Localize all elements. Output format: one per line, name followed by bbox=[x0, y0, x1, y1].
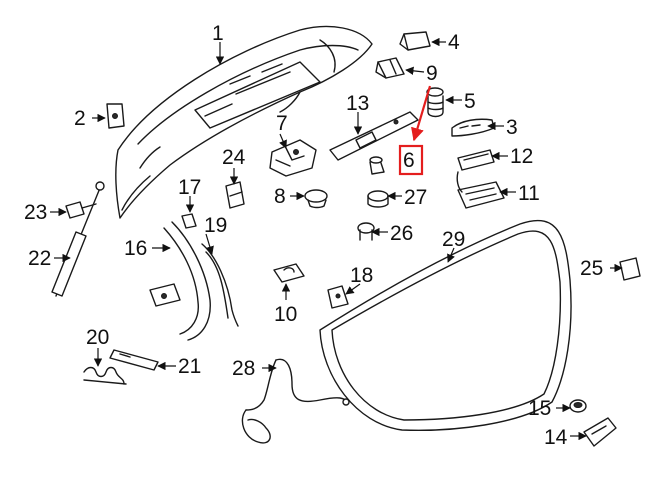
trim-strip-part-13 bbox=[329, 111, 419, 161]
grommet-part-6 bbox=[369, 156, 385, 175]
callout-labels: 1 2 3 4 5 6 7 8 9 10 11 12 13 14 15 16 1… bbox=[24, 22, 603, 449]
callout-16: 16 bbox=[124, 237, 147, 260]
bumper-stop-part-9 bbox=[375, 57, 405, 79]
latch-switch-part-18 bbox=[327, 285, 349, 309]
callout-6: 6 bbox=[403, 149, 415, 172]
clip-part-24 bbox=[225, 181, 245, 209]
callout-8: 8 bbox=[274, 185, 286, 208]
callout-5: 5 bbox=[464, 90, 476, 113]
latch-part-7 bbox=[269, 139, 317, 177]
spring-part-20 bbox=[83, 366, 127, 385]
leader-lines bbox=[50, 37, 623, 441]
callout-14: 14 bbox=[544, 426, 568, 449]
callout-1: 1 bbox=[212, 22, 224, 45]
callout-24: 24 bbox=[222, 146, 246, 169]
plug-part-8 bbox=[304, 189, 328, 209]
callout-21: 21 bbox=[178, 355, 201, 378]
callout-15: 15 bbox=[528, 397, 551, 420]
callout-18: 18 bbox=[350, 264, 373, 287]
bumper-part-4 bbox=[399, 31, 431, 51]
callout-23: 23 bbox=[24, 201, 47, 224]
hinge-cover-part-19 bbox=[201, 243, 239, 327]
hinge-part-16 bbox=[149, 221, 211, 341]
handle-switch-part-11 bbox=[456, 171, 505, 209]
cable-part-28 bbox=[241, 358, 350, 444]
grommet-part-15 bbox=[569, 399, 587, 413]
callout-27: 27 bbox=[404, 186, 427, 209]
callout-25: 25 bbox=[580, 257, 603, 280]
bracket-part-14 bbox=[583, 417, 617, 447]
callout-26: 26 bbox=[390, 222, 413, 245]
cap-part-25 bbox=[619, 257, 641, 281]
callout-10: 10 bbox=[274, 303, 297, 326]
callout-3: 3 bbox=[506, 116, 518, 139]
highlight-part-6 bbox=[398, 85, 432, 176]
pin-part-26 bbox=[357, 222, 375, 241]
callout-2: 2 bbox=[74, 107, 86, 130]
weatherstrip-part-29 bbox=[319, 219, 572, 431]
callout-4: 4 bbox=[448, 31, 460, 54]
trunk-lid-part bbox=[115, 25, 373, 219]
callout-11: 11 bbox=[518, 182, 540, 205]
callout-22: 22 bbox=[28, 247, 51, 270]
bolt-part-23 bbox=[65, 201, 97, 219]
bumper-part-27 bbox=[367, 190, 389, 208]
callout-19: 19 bbox=[204, 214, 227, 237]
spring-stop-part-5 bbox=[426, 87, 444, 118]
callout-29: 29 bbox=[442, 228, 465, 251]
bracket-part-2 bbox=[106, 103, 125, 129]
nut-part-17 bbox=[181, 213, 197, 229]
callout-28: 28 bbox=[232, 357, 255, 380]
callout-9: 9 bbox=[426, 62, 438, 85]
callout-20: 20 bbox=[86, 326, 109, 349]
callout-13: 13 bbox=[346, 92, 369, 115]
gas-strut-part-22 bbox=[51, 181, 105, 297]
callout-12: 12 bbox=[510, 145, 533, 168]
callout-7: 7 bbox=[276, 112, 288, 135]
striker-part-10 bbox=[273, 263, 305, 283]
handle-cover-part-3 bbox=[451, 118, 495, 137]
tool-part-21 bbox=[109, 349, 159, 371]
callout-17: 17 bbox=[178, 176, 201, 199]
lamp-part-12 bbox=[457, 149, 495, 171]
